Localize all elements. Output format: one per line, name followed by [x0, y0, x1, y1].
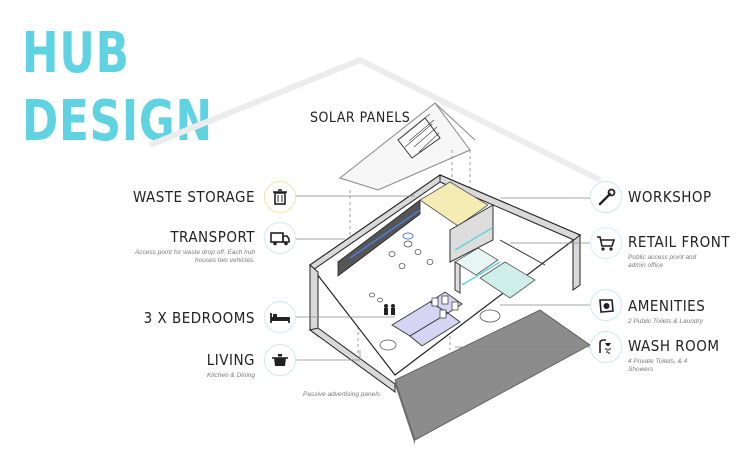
- transport-subtext: Access point for waste drop off. Each hu…: [135, 249, 255, 264]
- wash-subtext: 4 Private Toilets, & 4 Showers: [628, 358, 688, 373]
- bedrooms-label: 3 X BEDROOMS: [143, 309, 255, 327]
- solar-panel-board: [338, 102, 476, 191]
- amenities-subtext: 2 Public Toilets & Laundry: [628, 318, 703, 325]
- truck-icon: [264, 222, 296, 254]
- interior-walls: [449, 204, 546, 294]
- amenities-label: AMENITIES: [628, 297, 706, 315]
- transport-label: TRANSPORT: [170, 228, 255, 246]
- retail-front-label: RETAIL FRONT: [628, 233, 731, 251]
- trash-bin-icon: [264, 181, 296, 213]
- washing-machine-icon: [590, 289, 622, 321]
- floor-furniture: [369, 240, 501, 351]
- title-line-1: HUB: [22, 21, 130, 86]
- solar-panels-label: SOLAR PANELS: [310, 110, 411, 126]
- bed-icon: [264, 301, 296, 333]
- retail-room: [479, 261, 536, 299]
- roof-outline: [148, 56, 602, 183]
- shopping-cart-icon: [590, 227, 622, 259]
- projection-lines: [349, 150, 471, 355]
- waste-storage-label: WASTE STORAGE: [132, 188, 255, 206]
- blue-ring: [402, 232, 414, 240]
- living-label: LIVING: [206, 351, 255, 369]
- title-line-2: DESIGN: [22, 89, 213, 154]
- washroom-fixtures: [431, 295, 459, 319]
- advertising-label: Passive advertising panels: [303, 391, 380, 398]
- amenities-room: [454, 247, 499, 276]
- workshop-label: WORKSHOP: [628, 188, 712, 206]
- glazing-lines: [454, 227, 501, 286]
- panel-edge: [395, 380, 415, 445]
- storage-edge: [349, 209, 421, 259]
- retail-subtext: Public access point and admin office: [628, 254, 697, 269]
- cooking-pot-icon: [264, 344, 296, 376]
- wash-room-label: WASH ROOM: [628, 337, 720, 355]
- leader-lines: [296, 195, 590, 361]
- wrench-icon: [590, 181, 622, 213]
- shower-icon: [590, 331, 622, 363]
- toilet-signage: [384, 304, 395, 315]
- living-subtext: Kitchen & Dining: [206, 372, 255, 379]
- workshop-room: [419, 181, 489, 227]
